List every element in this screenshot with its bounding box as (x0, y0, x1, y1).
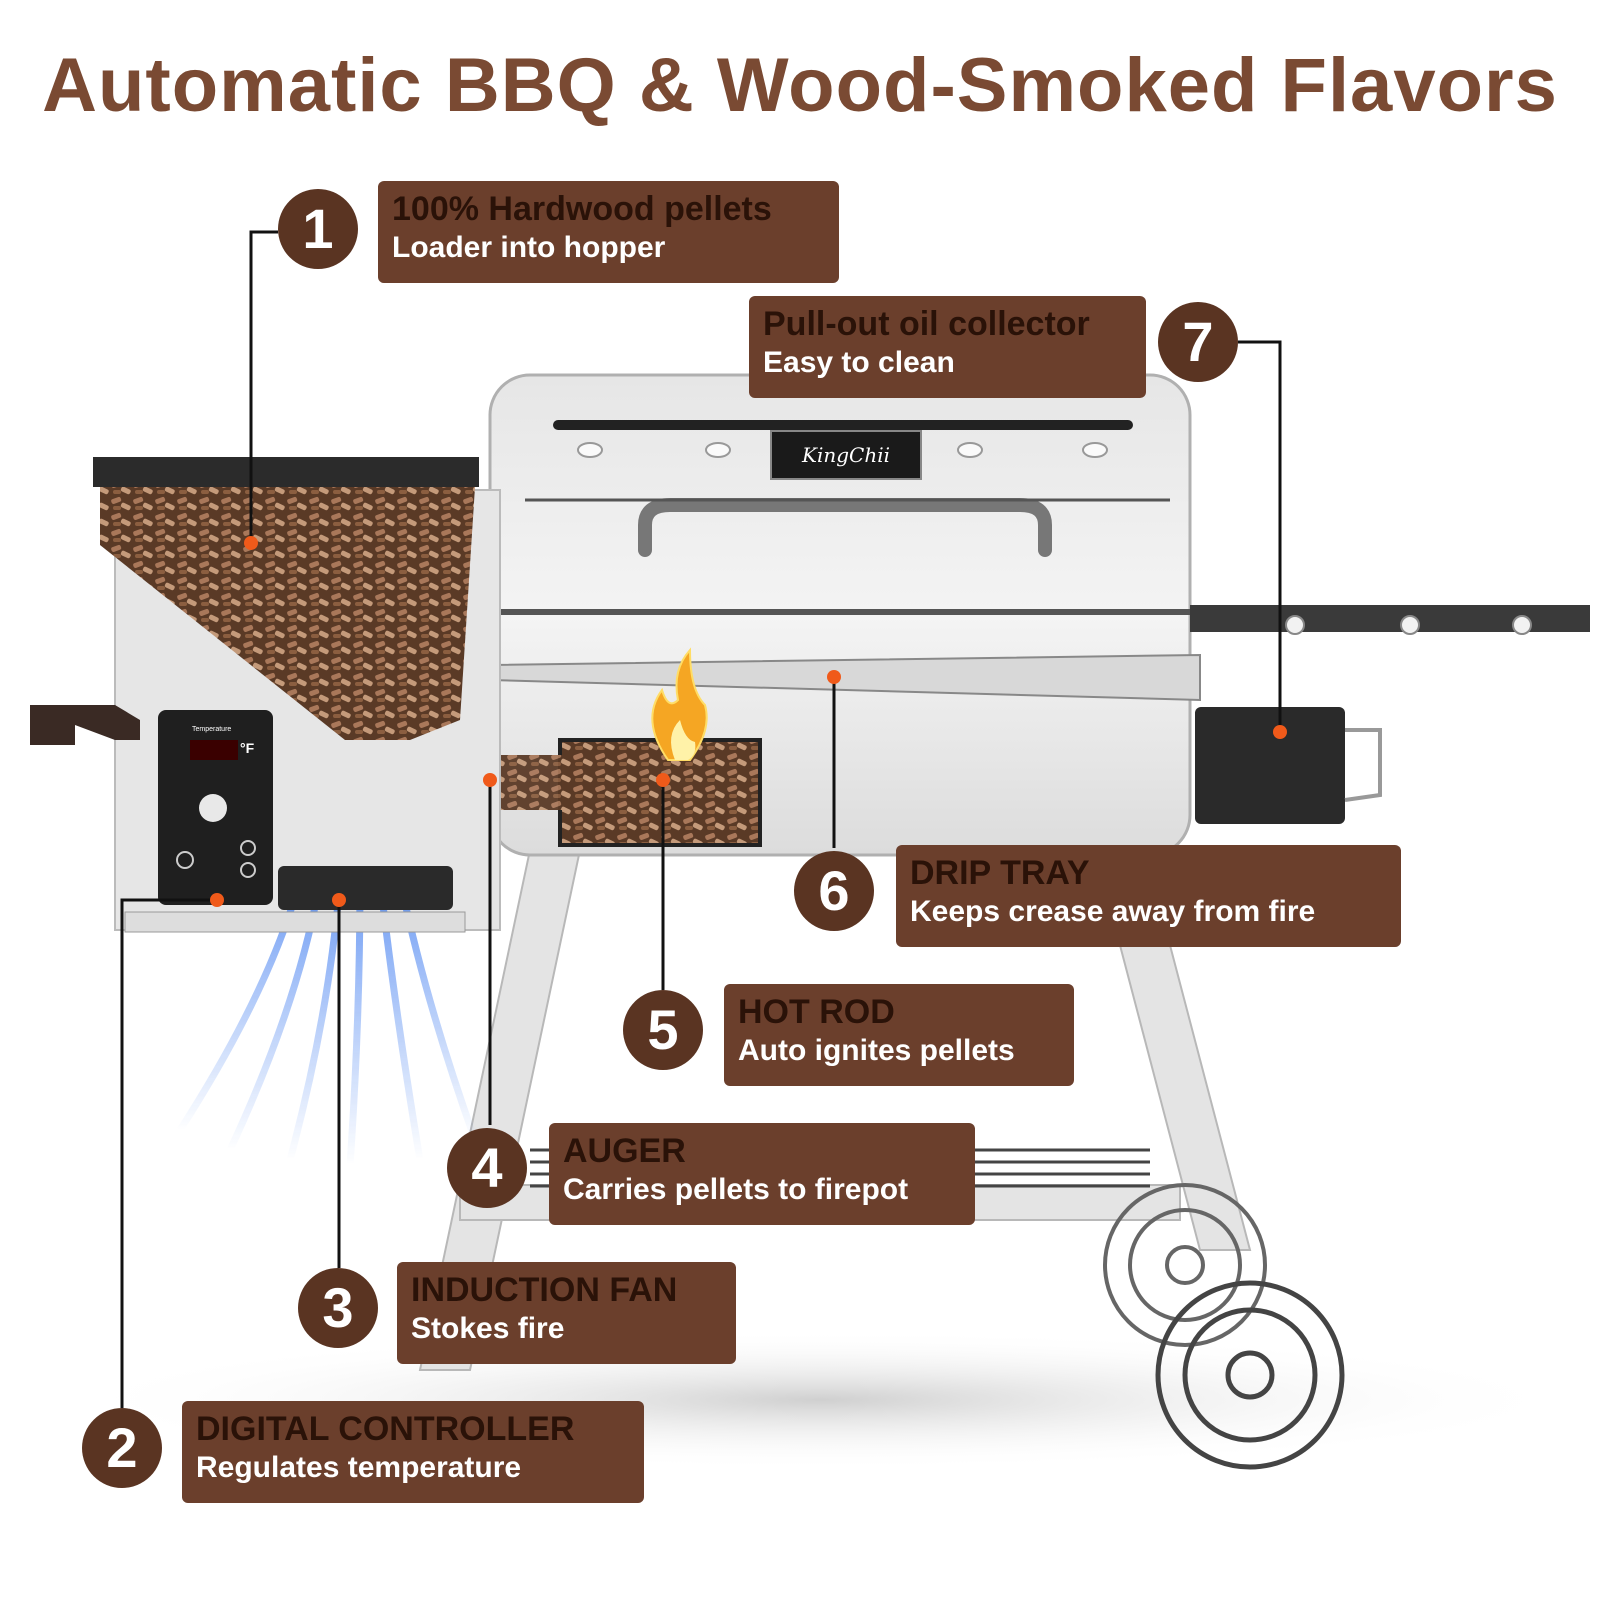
callout-title-1: 100% Hardwood pellets (392, 190, 772, 228)
callout-box-1: 100% Hardwood pellets Loader into hopper (378, 181, 839, 283)
controller-dial (199, 794, 227, 822)
wheel-back (1103, 1183, 1267, 1347)
callout-desc-6: Keeps crease away from fire (910, 895, 1316, 928)
marker-dots (210, 536, 1287, 907)
callout-number-6: 6 (794, 851, 874, 931)
callout-desc-3: Stokes fire (411, 1312, 565, 1345)
callout-title-4: AUGER (563, 1132, 686, 1170)
callout-title-3: INDUCTION FAN (411, 1271, 678, 1309)
callout-box-3: INDUCTION FAN Stokes fire (397, 1262, 736, 1364)
oil-collector (1195, 707, 1345, 824)
callout-box-2: DIGITAL CONTROLLER Regulates temperature (182, 1401, 644, 1503)
lid-handle (638, 498, 1052, 557)
callout-desc-7: Easy to clean (763, 346, 955, 379)
callout-title-7: Pull-out oil collector (763, 305, 1090, 343)
hopper-handle (30, 705, 140, 745)
callout-desc-5: Auto ignites pellets (738, 1034, 1015, 1067)
callout-number-2: 2 (82, 1408, 162, 1488)
induction-fan (278, 866, 453, 910)
callout-number-1: 1 (278, 189, 358, 269)
controller-unit: °F (240, 740, 255, 756)
controller-panel-label: Temperature (192, 726, 232, 733)
callout-desc-4: Carries pellets to firepot (563, 1173, 909, 1206)
page-title: Automatic BBQ & Wood-Smoked Flavors (42, 43, 1558, 128)
brand-logo: KingChii (770, 430, 922, 480)
callout-desc-2: Regulates temperature (196, 1451, 522, 1484)
hopper-lid (93, 457, 479, 487)
callout-box-5: HOT ROD Auto ignites pellets (724, 984, 1074, 1086)
callout-leaders (120, 230, 1282, 1408)
callout-title-6: DRIP TRAY (910, 854, 1090, 892)
callout-number-7: 7 (1158, 302, 1238, 382)
callout-number-4: 4 (447, 1128, 527, 1208)
callout-box-7: Pull-out oil collector Easy to clean (749, 296, 1146, 398)
firepot (558, 738, 762, 847)
wheel-front (1155, 1280, 1345, 1470)
callout-desc-1: Loader into hopper (392, 231, 666, 264)
hopper-pellets (100, 487, 475, 740)
callout-number-5: 5 (623, 990, 703, 1070)
callout-number-3: 3 (298, 1268, 378, 1348)
callout-title-5: HOT ROD (738, 993, 895, 1031)
callout-title-2: DIGITAL CONTROLLER (196, 1410, 575, 1448)
callout-box-6: DRIP TRAY Keeps crease away from fire (896, 845, 1401, 947)
callout-box-4: AUGER Carries pellets to firepot (549, 1123, 975, 1225)
flame (651, 647, 708, 761)
